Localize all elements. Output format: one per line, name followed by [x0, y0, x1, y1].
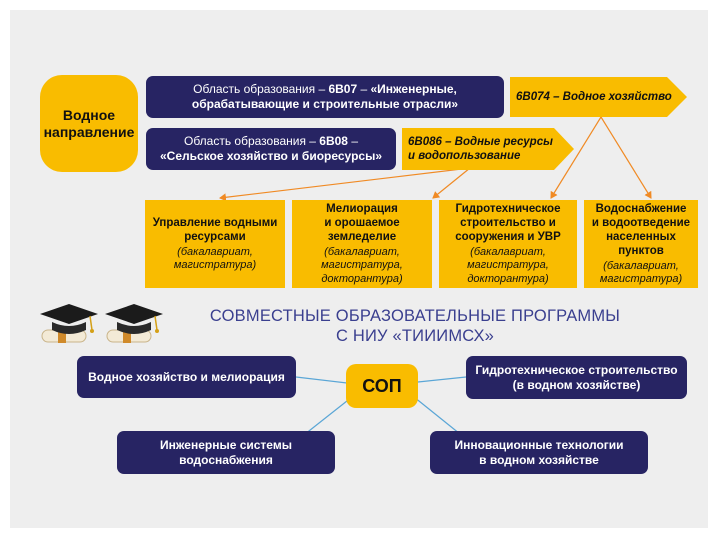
joint-heading-line2: С НИУ «ТИИИМСХ» — [335, 327, 495, 345]
program-2-title-1: Мелиорация — [326, 202, 398, 215]
joint-program-innovation: Инновационные технологии в водном хозяйс… — [430, 431, 648, 474]
program-4-levels-1: (бакалавриат, — [603, 259, 679, 272]
sop-badge: СОП — [346, 364, 418, 408]
program-2-levels-2: магистратура, — [321, 259, 403, 272]
arrow-6b086-label-1: 6В086 – Водные ресурсы — [408, 136, 553, 148]
program-3-title-2: строительство и — [460, 216, 556, 229]
program-2-title-2: и орошаемое — [324, 216, 400, 229]
program-2-title-3: земледелие — [327, 230, 397, 243]
joint-program-3-line2: водоснабжения — [179, 452, 273, 467]
area-6b07-name-2: обрабатывающие и строительные отрасли» — [191, 97, 459, 111]
connector-6b074-to-hydro — [550, 116, 602, 199]
program-1-levels-1: (бакалавриат, — [177, 245, 253, 258]
area-6b07-dash: – — [357, 82, 371, 96]
program-4-title-3: населенных пунктов — [606, 230, 676, 257]
water-direction-badge: Водное направление — [40, 75, 138, 172]
water-direction-line1: Водное — [62, 106, 116, 123]
program-2-levels-1: (бакалавриат, — [324, 245, 400, 258]
program-1-title-1: Управление водными — [152, 216, 278, 229]
program-3-title-1: Гидротехническое — [455, 202, 561, 215]
joint-program-water-melioration: Водное хозяйство и мелиорация — [77, 356, 296, 398]
program-3-title-3: сооружения и УВР — [455, 230, 561, 243]
joint-program-engineering-systems: Инженерные системы водоснабжения — [117, 431, 335, 474]
connector-6b074-to-water-supply — [600, 116, 652, 199]
area-6b08-prefix: Область образования – — [183, 134, 320, 148]
joint-heading-line1: СОВМЕСТНЫЕ ОБРАЗОВАТЕЛЬНЫЕ ПРОГРАММЫ — [209, 307, 621, 325]
joint-program-2-line2: (в водном хозяйстве) — [512, 377, 641, 392]
area-6b08-name-2: «Сельское хозяйство и биоресурсы» — [160, 149, 382, 163]
joint-programs-heading: СОВМЕСТНЫЕ ОБРАЗОВАТЕЛЬНЫЕ ПРОГРАММЫ С Н… — [190, 306, 640, 346]
joint-program-4-line1: Инновационные технологии — [454, 437, 624, 452]
arrow-6b074-label: 6В074 – Водное хозяйство — [516, 91, 672, 103]
area-6b08-box: Область образования – 6В08 – «Сельское х… — [146, 128, 396, 170]
joint-program-4-line2: в водном хозяйстве — [479, 452, 599, 467]
program-3-levels-3: докторантура) — [467, 272, 549, 285]
graduation-cap-icon — [40, 304, 98, 343]
arrow-6b074: 6В074 – Водное хозяйство — [510, 77, 687, 117]
area-6b07-box: Область образования – 6В07 – «Инженерные… — [146, 76, 504, 118]
area-6b07-prefix: Область образования – — [193, 82, 329, 96]
water-direction-line2: направление — [43, 123, 135, 140]
connector-6b086-to-melioration — [432, 167, 471, 199]
area-6b08-code: 6В08 — [319, 134, 348, 148]
program-3-levels-2: магистратура, — [467, 259, 549, 272]
joint-program-3-line1: Инженерные системы — [160, 437, 292, 452]
area-6b08-dash: – — [347, 134, 358, 148]
connector-sop-to-hydro-construction — [417, 376, 467, 383]
program-1-title-2: ресурсами — [184, 230, 246, 243]
joint-program-2-line1: Гидротехническое строительство — [475, 362, 678, 377]
arrow-6b086: 6В086 – Водные ресурсы и водопользование — [402, 128, 574, 170]
joint-program-1-line1: Водное хозяйство и мелиорация — [88, 369, 285, 384]
sop-label: СОП — [362, 375, 402, 396]
program-3-levels-1: (бакалавриат, — [470, 245, 546, 258]
program-1-levels-2: магистратура) — [173, 259, 257, 271]
connector-6b086-to-management — [219, 167, 471, 202]
program-4-title-2: и водоотведение — [591, 216, 691, 229]
program-4-levels-2: магистратура) — [599, 273, 683, 285]
arrow-6b086-label-2: и водопользование — [408, 150, 521, 162]
joint-program-hydro-construction: Гидротехническое строительство (в водном… — [466, 356, 687, 399]
graduation-cap-icon — [105, 304, 163, 343]
program-4-title-1: Водоснабжение — [595, 202, 687, 215]
connector-sop-to-water-melioration — [295, 376, 348, 384]
area-6b07-name-1: «Инженерные, — [370, 82, 457, 96]
area-6b07-code: 6В07 — [328, 82, 358, 96]
program-2-levels-3: докторантура) — [321, 272, 403, 285]
